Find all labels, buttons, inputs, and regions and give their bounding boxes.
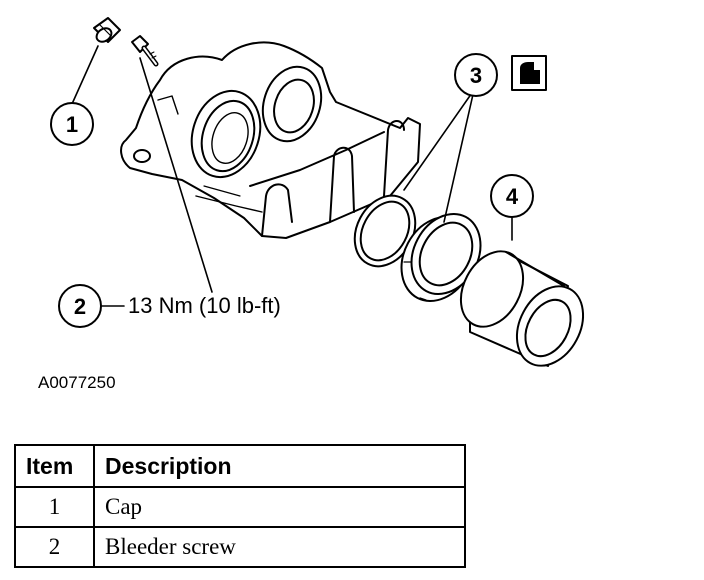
caliper-exploded-diagram: 1 2 3 4 [50, 17, 585, 367]
callout-label-1: 1 [66, 112, 78, 137]
callout-circles [50, 53, 534, 328]
column-header-item: Item [14, 444, 95, 488]
column-header-description: Description [93, 444, 466, 488]
callout-label-4: 4 [506, 184, 519, 209]
piston-seal-parts [353, 194, 482, 303]
table-cell-item: 2 [14, 526, 95, 568]
item-description-table: Item Description 1 Cap 2 Bleeder screw [14, 444, 466, 568]
callout-circle-4 [490, 174, 534, 218]
table-cell-description: Cap [93, 486, 466, 528]
table-cell-item: 1 [14, 486, 95, 528]
bleeder-screw-part [131, 35, 159, 67]
cap-part [93, 17, 121, 43]
table-cell-description: Bleeder screw [93, 526, 466, 568]
callout-label-2: 2 [74, 294, 86, 319]
callout-label-3: 3 [470, 63, 482, 88]
new-part-icon [511, 55, 547, 91]
callout-circle-2 [58, 284, 102, 328]
callout-circle-1 [50, 102, 94, 146]
table-row: 2 Bleeder screw [14, 526, 466, 568]
callout-circle-3 [454, 53, 498, 97]
figure-id-label: A0077250 [38, 373, 116, 392]
leader-lines [71, 45, 513, 307]
table-header-row: Item Description [14, 444, 466, 488]
torque-spec-label: 13 Nm (10 lb-ft) [128, 293, 281, 318]
piston-part [459, 250, 585, 367]
table-row: 1 Cap [14, 486, 466, 528]
caliper-housing [120, 41, 421, 239]
